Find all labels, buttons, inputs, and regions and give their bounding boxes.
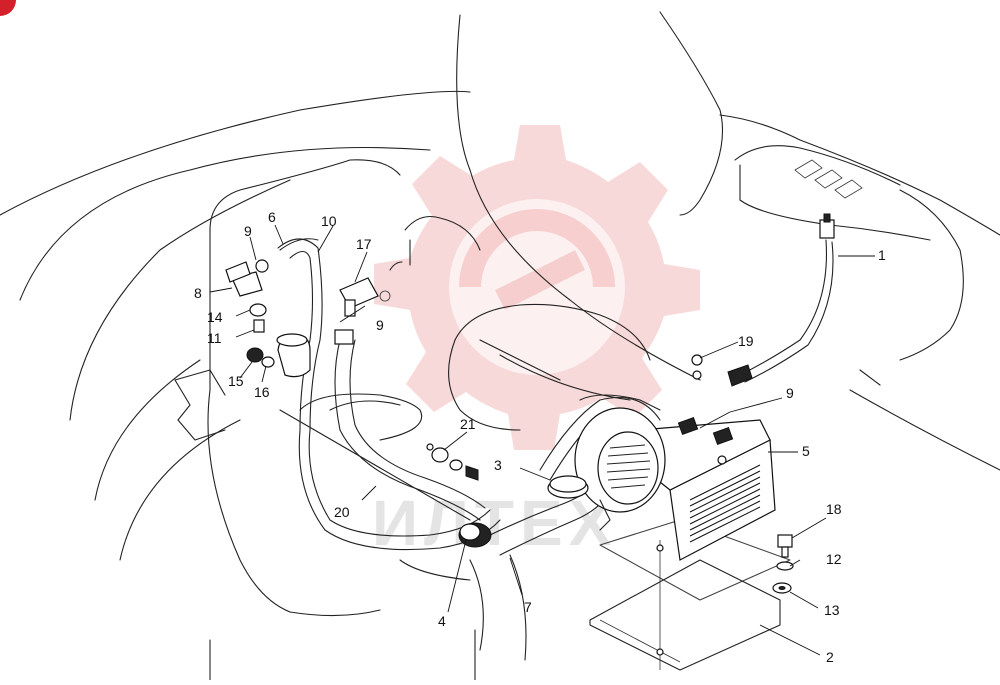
- watermark-gear-logo: [374, 125, 700, 450]
- valve-17: [339, 277, 391, 317]
- callout-9-left: 9: [244, 223, 252, 239]
- corner-badge: [0, 0, 16, 16]
- callout-13: 13: [824, 602, 840, 618]
- connector-19: [691, 354, 753, 387]
- callout-16: 16: [254, 384, 270, 400]
- callout-11: 11: [207, 330, 222, 346]
- watermark-text: ИЛТЕХ: [372, 487, 617, 559]
- callout-14: 14: [207, 309, 223, 325]
- callout-labels: 1 2 3 4 5 6 7 8 9 9 9 10 11 12 13 14 15 …: [194, 209, 886, 665]
- callout-10: 10: [321, 213, 337, 229]
- callout-6: 6: [268, 209, 276, 225]
- callout-1: 1: [878, 247, 886, 263]
- callout-9-right: 9: [786, 385, 794, 401]
- callout-4: 4: [438, 613, 446, 629]
- mount-hardware: [772, 534, 794, 594]
- callout-8: 8: [194, 285, 202, 301]
- leader-lines: [209, 224, 875, 656]
- callout-5: 5: [802, 443, 810, 459]
- callout-20: 20: [334, 504, 350, 520]
- callout-2: 2: [826, 649, 834, 665]
- fuel-line-parts: [225, 238, 319, 368]
- callout-19: 19: [738, 333, 754, 349]
- callout-21: 21: [460, 416, 476, 432]
- connector-1: [819, 213, 835, 239]
- callout-7: 7: [524, 599, 532, 615]
- callout-9-mid: 9: [376, 317, 384, 333]
- heater-unit: [574, 394, 776, 561]
- callout-3: 3: [494, 457, 502, 473]
- hose-couplings: [458, 475, 589, 548]
- fitting-21: [426, 443, 479, 481]
- callout-15: 15: [228, 373, 244, 389]
- tank-filler: [276, 329, 354, 378]
- callout-17: 17: [356, 236, 372, 252]
- callout-12: 12: [826, 551, 842, 567]
- callout-18: 18: [826, 501, 842, 517]
- hose-clamps-heater: [677, 416, 734, 465]
